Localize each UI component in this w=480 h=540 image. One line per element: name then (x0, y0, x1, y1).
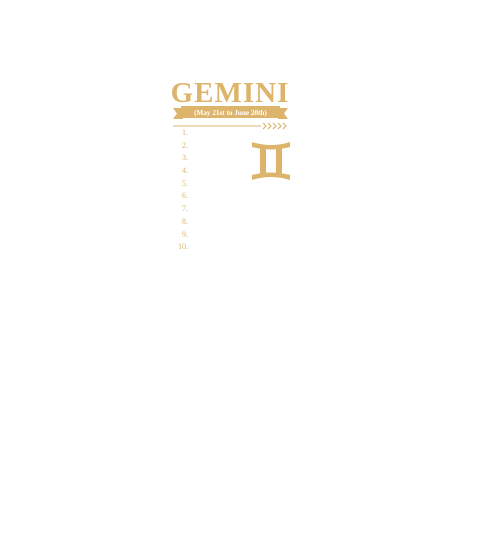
list-item: 6. (182, 191, 188, 201)
ribbon-left-tail (173, 108, 183, 119)
ribbon-band (181, 106, 280, 118)
list-item: 8. (182, 216, 188, 226)
zodiac-title: GEMINI (170, 77, 290, 109)
list-item: 7. (182, 204, 188, 214)
list-item: 3. (182, 153, 188, 163)
list-item: 2. (182, 140, 188, 150)
numbered-list: 1. 2. 3. 4. 5. 6. 7. 8. 9. 10. (168, 127, 188, 254)
list-item: 9. (182, 229, 188, 239)
list-item: 1. (182, 128, 188, 137)
list-item: 5. (182, 178, 188, 188)
chevron-arrows-icon (262, 122, 287, 130)
date-range: (May 21st to June 20th) (194, 109, 267, 117)
arrow-rule (173, 122, 287, 130)
list-item: 4. (182, 166, 188, 176)
gemini-symbol-icon (252, 142, 290, 180)
list-item: 10. (178, 242, 188, 252)
date-ribbon (173, 106, 288, 119)
ribbon-right-tail (278, 108, 288, 119)
gemini-design: GEMINI (May 21st to June 20th) 1. 2. 3. … (160, 72, 310, 260)
